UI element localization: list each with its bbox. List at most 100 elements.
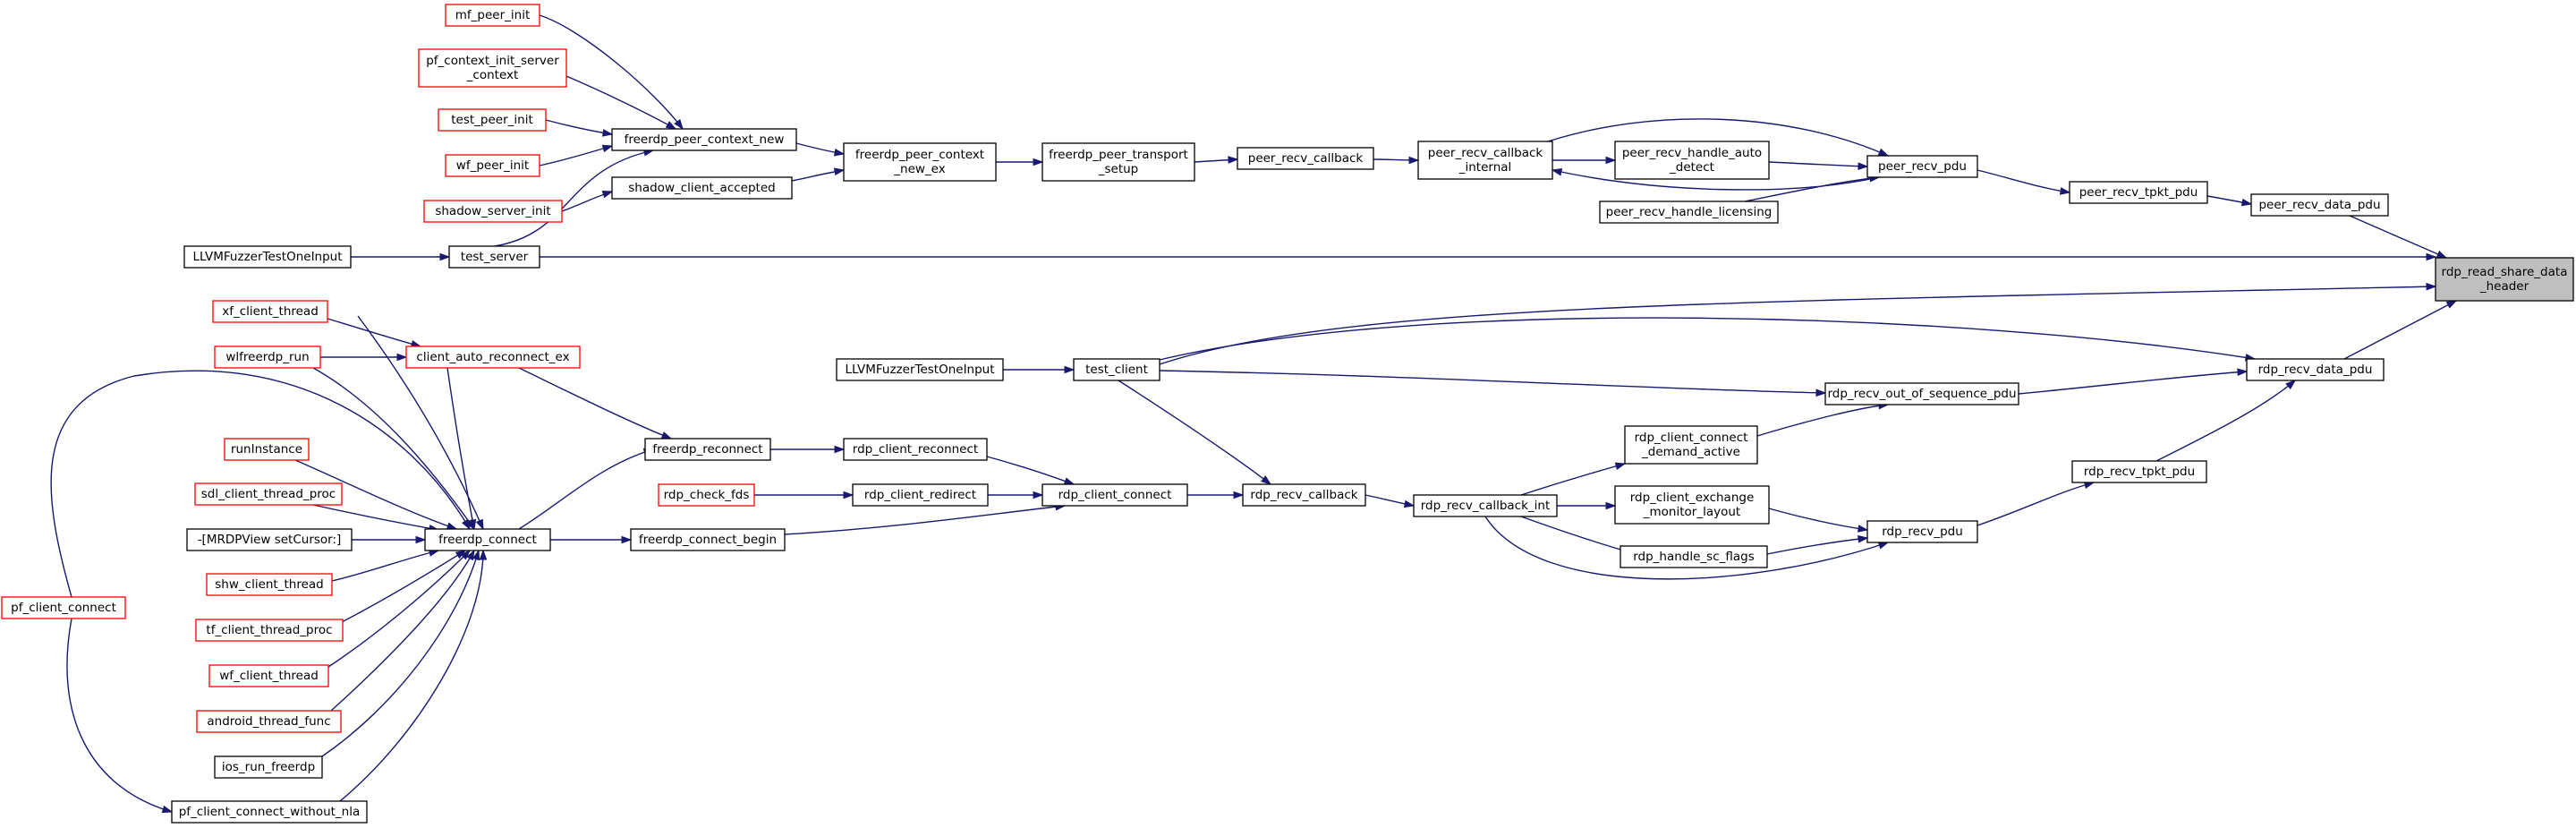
node-box — [418, 48, 567, 88]
node-fpcn[interactable]: freerdp_peer_context_new — [611, 128, 797, 151]
node-prc[interactable]: peer_recv_callback — [1237, 147, 1374, 170]
node-box — [196, 710, 342, 733]
node-sdl[interactable]: sdl_client_thread_proc — [194, 482, 343, 506]
edge-line — [312, 367, 475, 530]
edge-rrtp-to-rrdp — [2155, 380, 2297, 462]
node-rcc[interactable]: rdp_client_connect — [1041, 483, 1188, 507]
node-fc[interactable]: freerdp_connect — [424, 528, 551, 551]
arrow-head-icon — [2426, 282, 2437, 291]
node-rcr[interactable]: rdp_client_reconnect — [843, 438, 988, 461]
node-test_peer_init[interactable]: test_peer_init — [438, 108, 547, 132]
node-xf_client_thread[interactable]: xf_client_thread — [212, 300, 328, 323]
edge-line — [2343, 300, 2457, 360]
node-pfcc[interactable]: pf_client_connect — [1, 596, 126, 619]
node-prci[interactable]: peer_recv_callback_internal — [1417, 141, 1553, 180]
node-prtp[interactable]: peer_recv_tpkt_pdu — [2069, 181, 2208, 204]
node-rrci[interactable]: rdp_recv_callback_int — [1413, 494, 1558, 517]
node-label: _new_ex — [893, 162, 945, 176]
node-test_server[interactable]: test_server — [448, 245, 540, 269]
edge-line — [294, 459, 457, 530]
node-box — [448, 245, 540, 269]
arrow-head-icon — [460, 549, 472, 560]
node-llvm1[interactable]: LLVMFuzzerTestOneInput — [183, 245, 352, 269]
edge-rrci-to-rceml — [1557, 501, 1617, 510]
node-fpcnex[interactable]: freerdp_peer_context_new_ex — [843, 142, 997, 182]
node-box — [1824, 382, 2019, 405]
node-shw[interactable]: shw_client_thread — [206, 573, 333, 596]
node-box — [2250, 193, 2389, 217]
node-pfcwn[interactable]: pf_client_connect_without_nla — [171, 800, 368, 824]
node-fr[interactable]: freerdp_reconnect — [644, 438, 771, 461]
node-android[interactable]: android_thread_func — [196, 710, 342, 733]
node-mrdp[interactable]: -[MRDPView setCursor:] — [186, 528, 353, 551]
node-rrp[interactable]: rdp_recv_pdu — [1866, 520, 1978, 543]
node-rrtp[interactable]: rdp_recv_tpkt_pdu — [2071, 460, 2207, 483]
edge-ios-to-fc — [321, 549, 480, 757]
node-label: freerdp_connect_begin — [639, 533, 777, 547]
node-rhsf[interactable]: rdp_handle_sc_flags — [1620, 545, 1768, 568]
edge-fpts-to-prc — [1194, 156, 1239, 164]
arrow-head-icon — [439, 252, 451, 261]
node-box — [1620, 545, 1768, 568]
node-label: wf_peer_init — [456, 158, 529, 173]
edge-line — [1744, 176, 1880, 202]
edge-test_client-to-rrdp — [1159, 317, 2257, 362]
edge-test_peer_init-to-fpcn — [545, 119, 614, 137]
node-llvm2[interactable]: LLVMFuzzerTestOneInput — [836, 358, 1004, 381]
edge-line — [1159, 317, 2256, 361]
node-rrdp[interactable]: rdp_recv_data_pdu — [2246, 358, 2385, 381]
node-rrc[interactable]: rdp_recv_callback — [1242, 483, 1366, 507]
node-label: pf_context_init_server — [426, 54, 559, 68]
node-wf_peer_init[interactable]: wf_peer_init — [445, 154, 540, 177]
edge-line — [1552, 169, 1880, 191]
edge-wlfreerdp_run-to-care — [320, 353, 408, 362]
arrow-head-icon — [1033, 158, 1044, 166]
node-tf[interactable]: tf_client_thread_proc — [195, 619, 344, 642]
node-prp[interactable]: peer_recv_pdu — [1866, 155, 1978, 178]
node-test_client[interactable]: test_client — [1073, 358, 1160, 381]
node-box — [186, 528, 353, 551]
node-prhl[interactable]: peer_recv_handle_licensing — [1599, 201, 1779, 224]
edge-line — [1768, 508, 1868, 531]
edge-wf_peer_init-to-fpcn — [539, 144, 614, 166]
edge-line — [330, 550, 475, 712]
node-box — [224, 438, 310, 461]
node-wf_client_thread[interactable]: wf_client_thread — [208, 664, 329, 687]
node-sca[interactable]: shadow_client_accepted — [611, 176, 793, 200]
node-box — [445, 4, 540, 27]
node-ios[interactable]: ios_run_freerdp — [214, 755, 323, 779]
node-wlfreerdp_run[interactable]: wlfreerdp_run — [214, 346, 321, 369]
node-label: rdp_recv_out_of_sequence_pdu — [1827, 387, 2016, 401]
node-label: rdp_client_exchange — [1630, 491, 1755, 505]
arrow-head-icon — [1858, 534, 1869, 543]
node-label: rdp_handle_sc_flags — [1633, 550, 1755, 564]
node-box — [1242, 483, 1366, 507]
node-mf_peer_init[interactable]: mf_peer_init — [445, 4, 540, 27]
edge-prp-to-prtp — [1977, 169, 2071, 195]
node-pf_context_init[interactable]: pf_context_init_server_context — [418, 48, 567, 88]
node-prhad[interactable]: peer_recv_handle_auto_detect — [1614, 141, 1770, 180]
node-rcrd[interactable]: rdp_client_redirect — [852, 483, 989, 507]
node-fcb[interactable]: freerdp_connect_begin — [630, 528, 786, 551]
edge-line — [327, 550, 471, 668]
node-rcf[interactable]: rdp_check_fds — [658, 483, 755, 507]
node-box — [194, 482, 343, 506]
node-rroosp[interactable]: rdp_recv_out_of_sequence_pdu — [1824, 382, 2019, 405]
arrow-head-icon — [660, 431, 673, 440]
node-shadow_server_init[interactable]: shadow_server_init — [423, 200, 563, 223]
node-label: rdp_client_reconnect — [853, 442, 978, 457]
node-box — [214, 346, 321, 369]
node-label: peer_recv_handle_licensing — [1606, 205, 1773, 219]
node-box — [1624, 425, 1758, 465]
node-focus[interactable]: rdp_read_share_data_header — [2435, 257, 2574, 302]
node-care[interactable]: client_auto_reconnect_ex — [405, 346, 581, 369]
node-prdp[interactable]: peer_recv_data_pdu — [2250, 193, 2389, 217]
node-box — [630, 528, 786, 551]
edge-line — [339, 550, 466, 624]
edge-line — [539, 145, 613, 166]
arrow-head-icon — [1614, 462, 1627, 470]
node-runInstance[interactable]: runInstance — [224, 438, 310, 461]
node-rcda[interactable]: rdp_client_connect_demand_active — [1624, 425, 1758, 465]
node-rceml[interactable]: rdp_client_exchange_monitor_layout — [1614, 485, 1770, 525]
node-fpts[interactable]: freerdp_peer_transport_setup — [1041, 142, 1195, 182]
